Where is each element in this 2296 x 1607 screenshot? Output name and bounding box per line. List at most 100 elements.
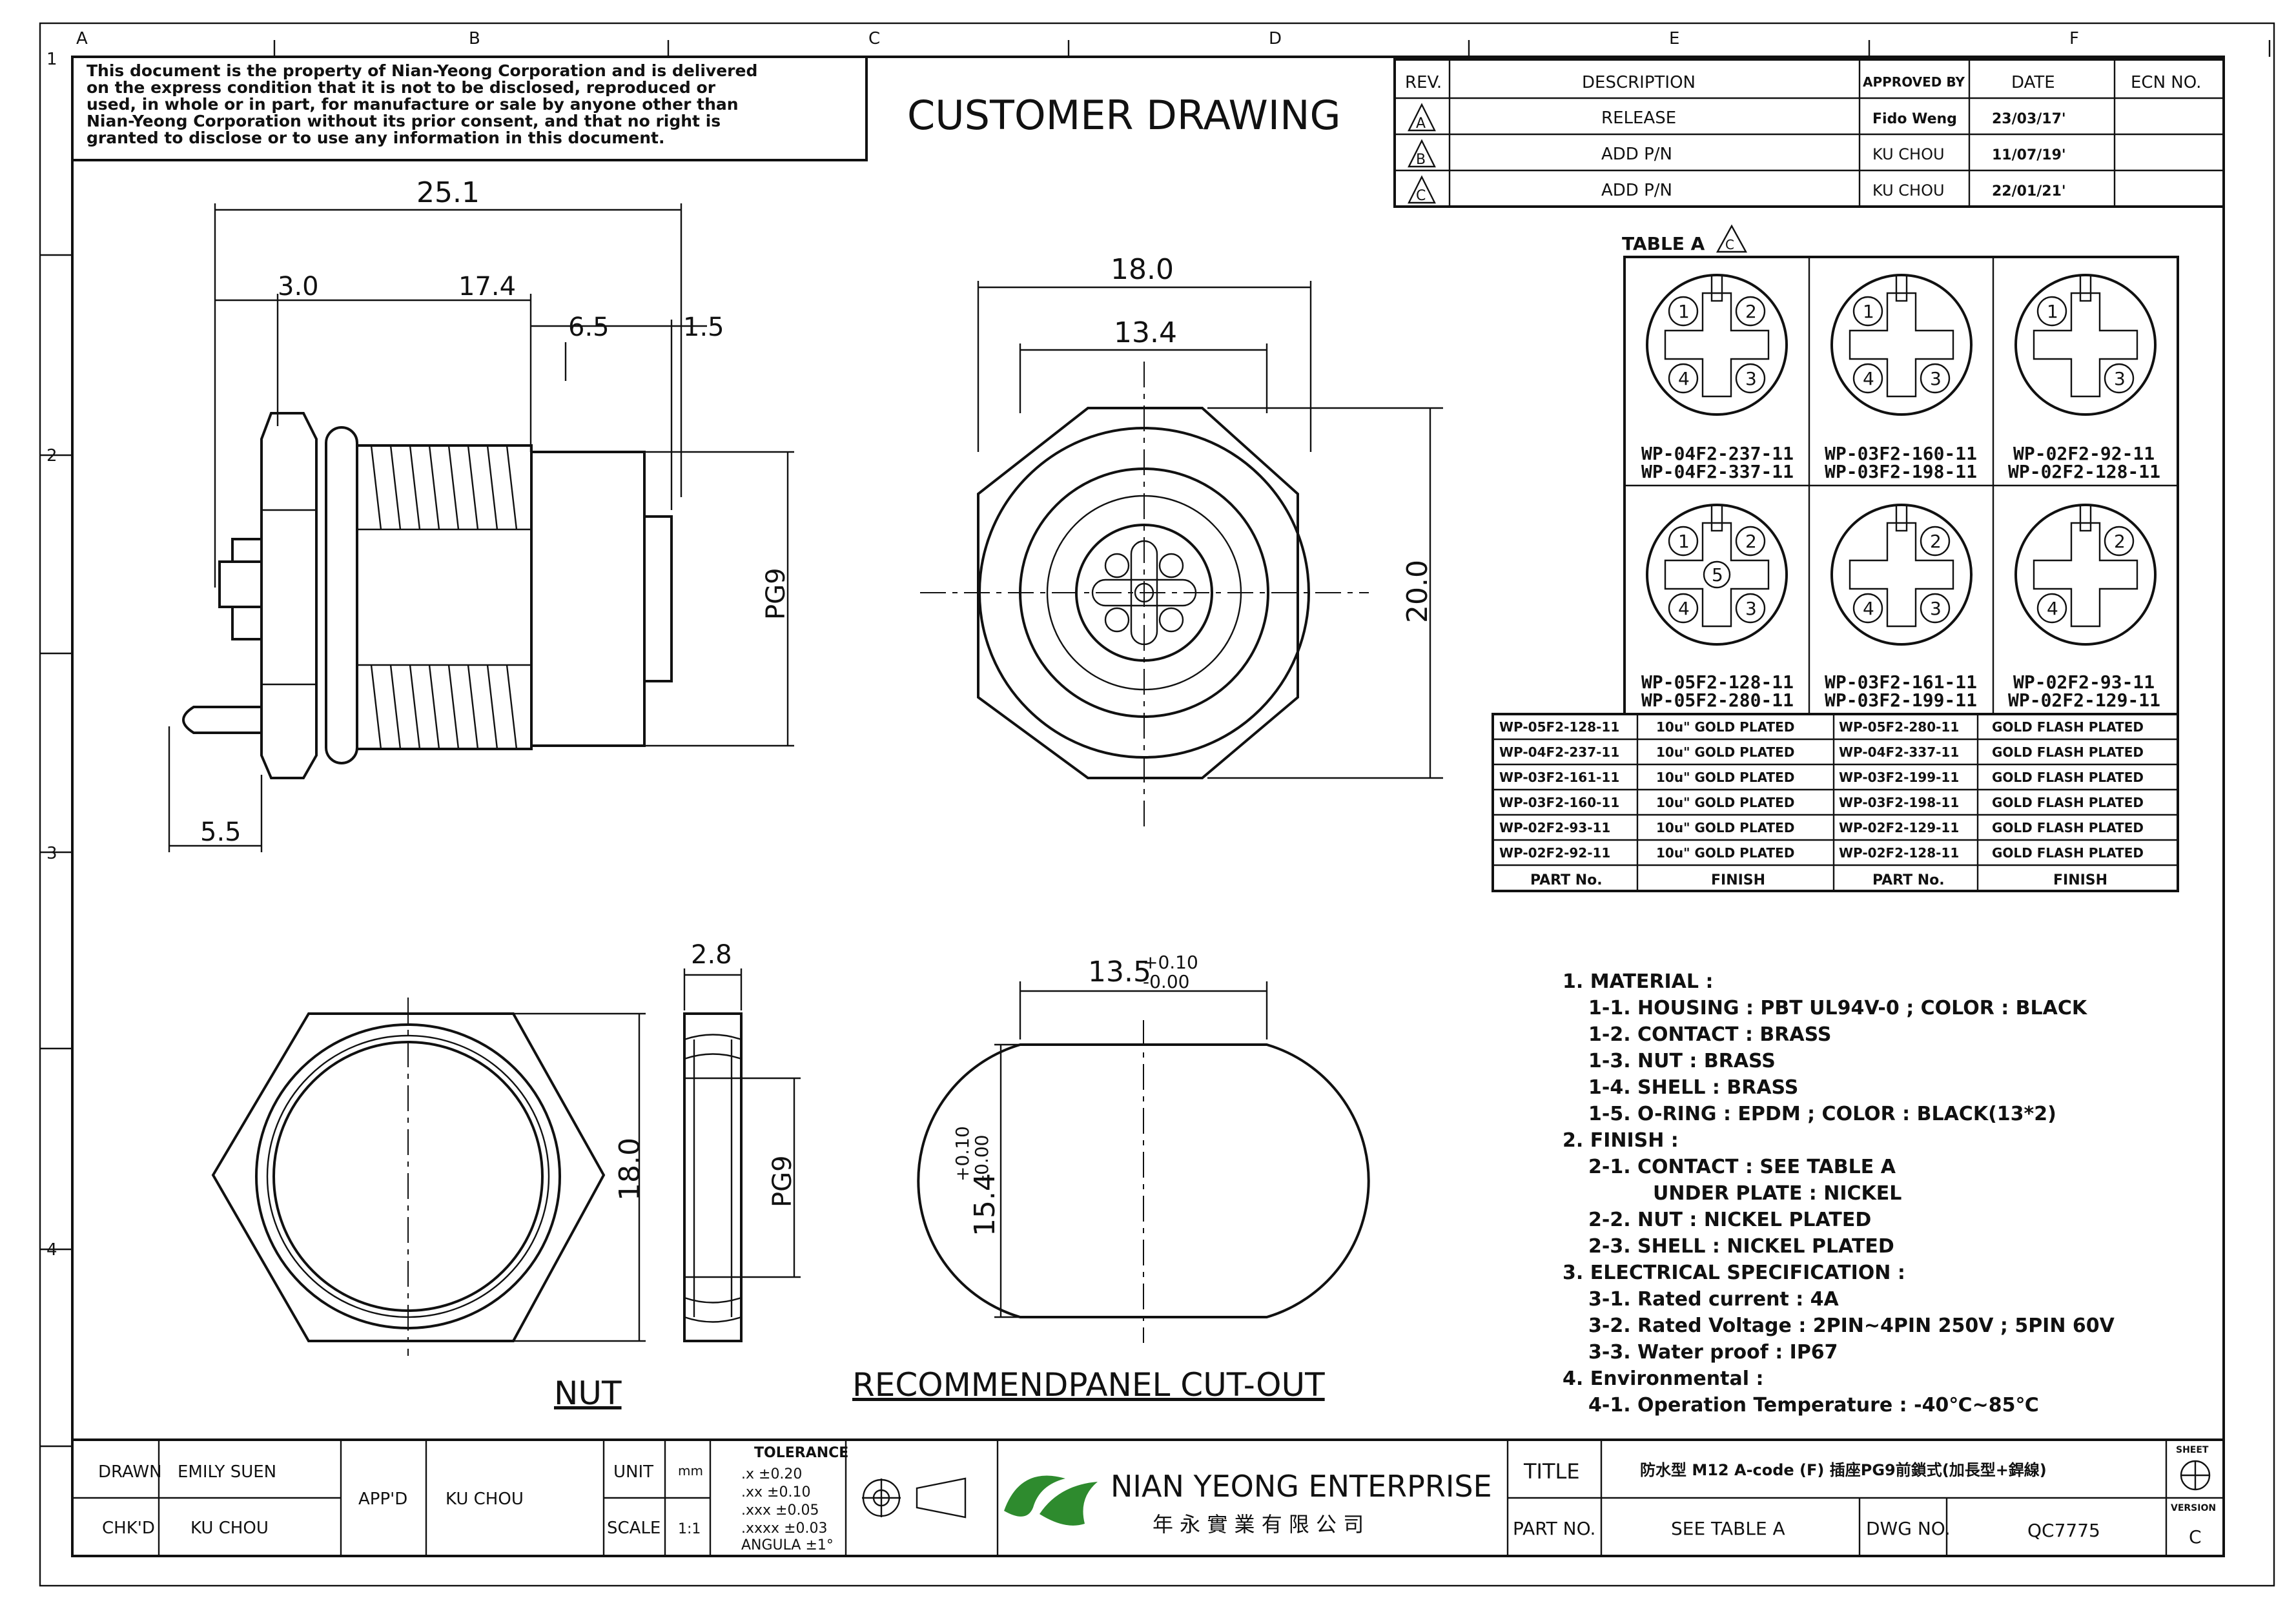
pin-number: 2 (1930, 531, 1942, 552)
revision-row: C ADD P/N KU CHOU 22/01/21' (1408, 175, 2066, 204)
sheet-label: SHEET (2176, 1445, 2209, 1455)
finish-part-no: WP-02F2-129-11 (1839, 820, 1959, 835)
rev-by: KU CHOU (1872, 145, 1945, 163)
company-name: NIAN YEONG ENTERPRISE (1111, 1469, 1492, 1504)
rev-by: Fido Weng (1872, 111, 1957, 127)
date-header: DATE (2011, 73, 2055, 92)
pin-layout-cell: 1 3 4 (1830, 274, 1973, 416)
finish-table: WP-05F2-128-11 10u" GOLD PLATED WP-05F2-28… (1491, 713, 2179, 892)
rev-triangle-icon (1408, 175, 1436, 204)
note-heading: 4. Environmental : (1563, 1367, 1763, 1390)
part-number: WP-03F2-161-11 (1825, 671, 1977, 693)
panel-cutout-view: 13.5 +0.10 -0.00 15.4 +0.10 -0.00 RECOMM… (852, 952, 1370, 1404)
drawing-title: CUSTOMER DRAWING (907, 92, 1341, 139)
pin-number: 1 (1863, 301, 1874, 322)
dwgno-value: QC7775 (2027, 1520, 2100, 1541)
appd-label: APP'D (358, 1489, 407, 1509)
pin-number: 4 (2047, 598, 2058, 619)
pin-layout-cell: 2 4 (2014, 504, 2157, 646)
company-name-cn: 年 永 實 業 有 限 公 司 (1153, 1512, 1364, 1537)
outer-frame (39, 22, 2275, 1587)
pin-number: 4 (1678, 598, 1690, 619)
pin-number: 1 (1678, 301, 1690, 322)
dim-front-height: 20.0 (1401, 560, 1434, 623)
rev-header: REV. (1405, 73, 1442, 92)
pin-number: 3 (1930, 368, 1942, 389)
part-number: WP-05F2-280-11 (1641, 690, 1794, 711)
dim-front-inner: 13.4 (1114, 316, 1177, 349)
pin-number: 4 (1863, 368, 1874, 389)
partno-label: PART NO. (1513, 1518, 1595, 1539)
unit-value: mm (678, 1463, 703, 1479)
row-marker: 1 (46, 50, 57, 69)
finish-value: 10u" GOLD PLATED (1656, 719, 1794, 735)
front-view: 18.0 13.4 20.0 (920, 253, 1443, 826)
finish-header: PART No. (1530, 872, 1603, 888)
tolerance-label: TOLERANCE (754, 1445, 848, 1461)
rev-date: 11/07/19' (1992, 147, 2066, 163)
finish-value: GOLD FLASH PLATED (1992, 795, 2144, 810)
note-line: 4-1. Operation Temperature : -40℃~85℃ (1588, 1394, 2039, 1417)
finish-part-no: WP-05F2-128-11 (1499, 719, 1619, 735)
col-marker: C (868, 29, 880, 48)
pin-number: 1 (2047, 301, 2058, 322)
dim-cutout-tol: +0.10 (1143, 952, 1198, 973)
note-heading: 3. ELECTRICAL SPECIFICATION : (1563, 1262, 1905, 1284)
rev-letter: A (1416, 116, 1426, 132)
note-line: 2-3. SHELL : NICKEL PLATED (1588, 1235, 1894, 1258)
dim-nut-thk: 2.8 (691, 940, 732, 970)
tolerance-line: ANGULA ±1° (741, 1537, 834, 1553)
tolerance-line: .xxxx ±0.03 (741, 1520, 827, 1537)
col-marker: A (76, 29, 88, 48)
dim-front-width: 18.0 (1111, 253, 1174, 286)
rev-desc: ADD P/N (1601, 181, 1672, 200)
note-line: 2-1. CONTACT : SEE TABLE A (1588, 1156, 1896, 1178)
nut-label: NUT (554, 1375, 622, 1412)
dwgno-label: DWG NO. (1866, 1518, 1951, 1539)
finish-part-no: WP-04F2-337-11 (1839, 744, 1959, 760)
note-heading: 2. FINISH : (1563, 1129, 1679, 1152)
dim-thread-length: 17.4 (458, 272, 516, 302)
pin-number: 4 (1678, 368, 1690, 389)
finish-value: GOLD FLASH PLATED (1992, 770, 2144, 785)
notice-line: on the express condition that it is not … (87, 78, 716, 97)
dim-nut-thread: PG9 (768, 1155, 797, 1207)
finish-value: GOLD FLASH PLATED (1992, 820, 2144, 835)
rev-letter: C (1416, 188, 1426, 204)
rev-triangle-icon (1716, 224, 1748, 253)
finish-value: GOLD FLASH PLATED (1992, 719, 2144, 735)
company-logo-icon (1004, 1475, 1098, 1526)
rev-by: KU CHOU (1872, 181, 1945, 200)
pin-number: 1 (1678, 531, 1690, 552)
rev-date: 23/03/17' (1992, 111, 2066, 127)
finish-value: 10u" GOLD PLATED (1656, 744, 1794, 760)
note-line: UNDER PLATE : NICKEL (1653, 1182, 1901, 1205)
note-line: 3-2. Rated Voltage : 2PIN~4PIN 250V ; 5P… (1588, 1315, 2115, 1337)
dim-flange: 3.0 (278, 272, 319, 302)
desc-header: DESCRIPTION (1582, 73, 1696, 92)
dim-cutout-tol: -0.00 (1143, 971, 1189, 992)
pin-number: 4 (1863, 598, 1874, 619)
dim-cutout-tol: +0.10 (952, 1126, 973, 1182)
note-line: 1-1. HOUSING : PBT UL94V-0 ; COLOR : BLA… (1588, 997, 2088, 1019)
rev-date: 22/01/21' (1992, 183, 2066, 200)
part-number: WP-02F2-129-11 (2008, 690, 2160, 711)
cutout-label: RECOMMENDPANEL CUT-OUT (852, 1366, 1325, 1404)
notice-line: Nian-Yeong Corporation without its prior… (87, 112, 721, 130)
rev-desc: RELEASE (1601, 108, 1676, 128)
finish-part-no: WP-03F2-161-11 (1499, 770, 1619, 785)
scale-value: 1:1 (678, 1521, 701, 1537)
finish-value: 10u" GOLD PLATED (1656, 845, 1794, 861)
finish-value: 10u" GOLD PLATED (1656, 820, 1794, 835)
finish-part-no: WP-05F2-280-11 (1839, 719, 1959, 735)
part-number: WP-03F2-198-11 (1825, 461, 1977, 482)
note-heading: 1. MATERIAL : (1563, 970, 1713, 993)
pin-layout-cell: 1 2 3 4 5 (1646, 504, 1788, 646)
side-view: 25.1 3.0 17.4 6.5 1.5 PG9 5.5 (168, 176, 794, 852)
partno-value: SEE TABLE A (1671, 1518, 1785, 1539)
ecn-header: ECN NO. (2131, 73, 2201, 92)
col-marker: F (2069, 29, 2079, 48)
rev-letter: B (1416, 152, 1426, 168)
note-line: 1-5. O-RING : EPDM ; COLOR : BLACK(13*2) (1588, 1103, 2056, 1125)
table-a-rev: C (1725, 237, 1734, 252)
